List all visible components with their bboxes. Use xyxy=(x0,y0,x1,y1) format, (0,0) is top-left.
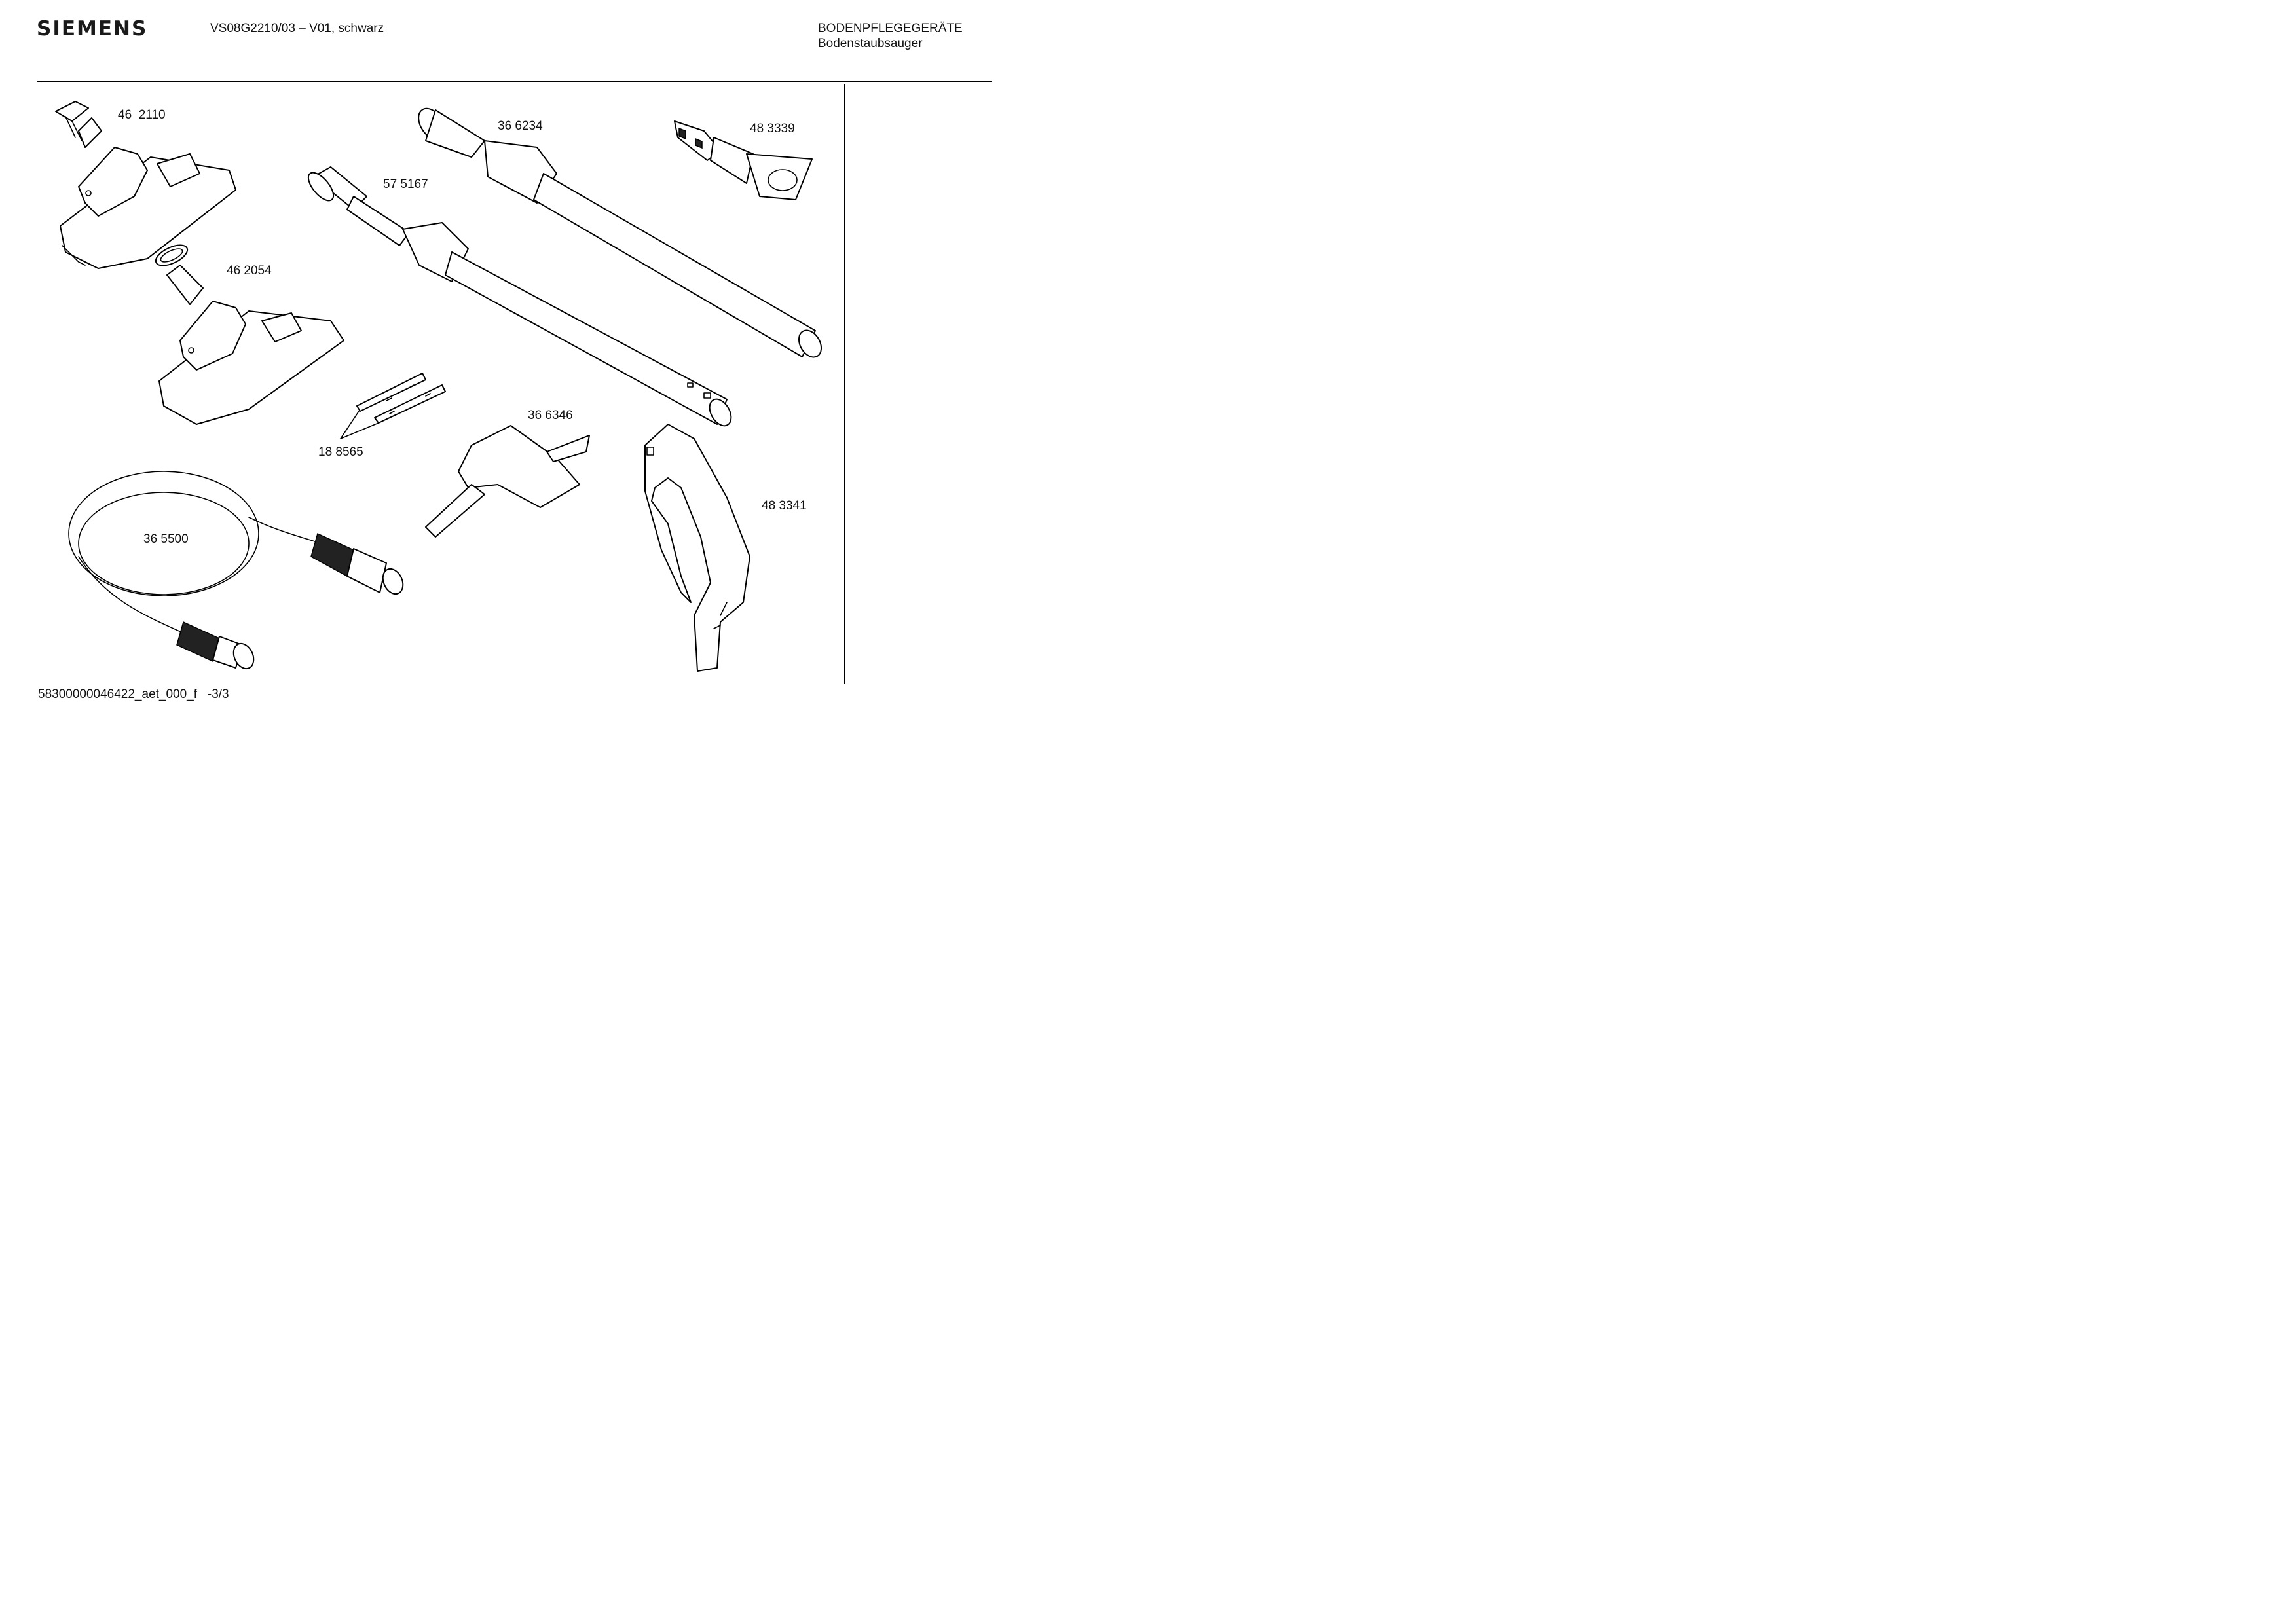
model-number: VS08G2210/03 – V01, schwarz xyxy=(210,22,384,35)
crevice-nozzle-366346 xyxy=(425,425,590,538)
siemens-logo: SIEMENS xyxy=(37,17,148,41)
telescopic-tube-366234 xyxy=(418,107,823,358)
floor-nozzle-462054 xyxy=(155,244,344,425)
category-title: BODENPFLEGEGERÄTE xyxy=(818,22,963,35)
telescopic-tube-575167 xyxy=(307,166,732,427)
part-number-462110: 46 2110 xyxy=(118,108,166,122)
page-indicator: -3/3 xyxy=(207,687,229,701)
footer: 58300000046422_aet_000_f -3/3 xyxy=(38,687,229,702)
handle-483341 xyxy=(644,424,750,672)
subcategory-title: Bodenstaubsauger xyxy=(818,37,923,50)
upholstery-nozzle-483339 xyxy=(674,120,813,200)
part-number-462054: 46 2054 xyxy=(227,264,272,278)
document-id: 58300000046422_aet_000_f xyxy=(38,687,198,701)
part-number-483339: 48 3339 xyxy=(750,122,795,136)
part-number-366346: 36 6346 xyxy=(528,409,573,422)
part-number-365500: 36 5500 xyxy=(143,532,189,546)
part-number-366234: 36 6234 xyxy=(498,119,543,133)
floor-nozzle-462110 xyxy=(55,101,236,269)
exploded-parts-drawing xyxy=(37,81,992,684)
part-number-575167: 57 5167 xyxy=(383,177,428,191)
hose-365500 xyxy=(68,471,404,670)
part-number-483341: 48 3341 xyxy=(762,499,807,513)
part-number-188565: 18 8565 xyxy=(318,445,363,459)
strips-188565 xyxy=(340,373,446,439)
